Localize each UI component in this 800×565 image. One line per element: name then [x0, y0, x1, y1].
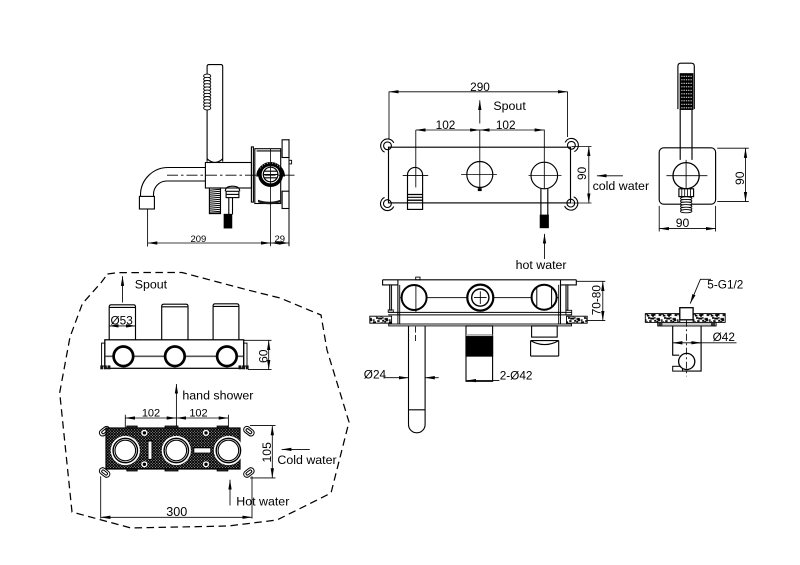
svg-text:70-80: 70-80: [589, 285, 603, 316]
svg-text:209: 209: [190, 234, 206, 245]
svg-text:Spout: Spout: [135, 278, 168, 292]
svg-text:5-G1/2: 5-G1/2: [707, 277, 743, 291]
svg-text:300: 300: [166, 505, 187, 519]
svg-text:102: 102: [436, 118, 456, 132]
svg-text:Ø53: Ø53: [111, 313, 134, 327]
svg-text:90: 90: [733, 171, 747, 185]
svg-text:90: 90: [575, 166, 589, 180]
svg-text:102: 102: [142, 408, 160, 420]
svg-text:2-Ø42: 2-Ø42: [500, 368, 533, 382]
svg-text:290: 290: [470, 80, 490, 94]
svg-text:cold water: cold water: [593, 179, 649, 193]
svg-text:102: 102: [496, 118, 516, 132]
svg-text:Cold water: Cold water: [277, 453, 336, 467]
svg-text:60: 60: [256, 349, 270, 363]
svg-text:102: 102: [189, 408, 207, 420]
svg-text:Hot water: Hot water: [236, 495, 289, 509]
svg-text:Ø42: Ø42: [713, 330, 735, 344]
svg-text:Ø24: Ø24: [364, 367, 387, 381]
svg-text:hot water: hot water: [516, 258, 567, 272]
svg-text:hand shower: hand shower: [182, 389, 253, 403]
svg-text:Spout: Spout: [493, 99, 526, 113]
svg-text:105: 105: [260, 442, 274, 463]
svg-text:90: 90: [676, 216, 690, 230]
svg-text:29: 29: [275, 234, 286, 245]
